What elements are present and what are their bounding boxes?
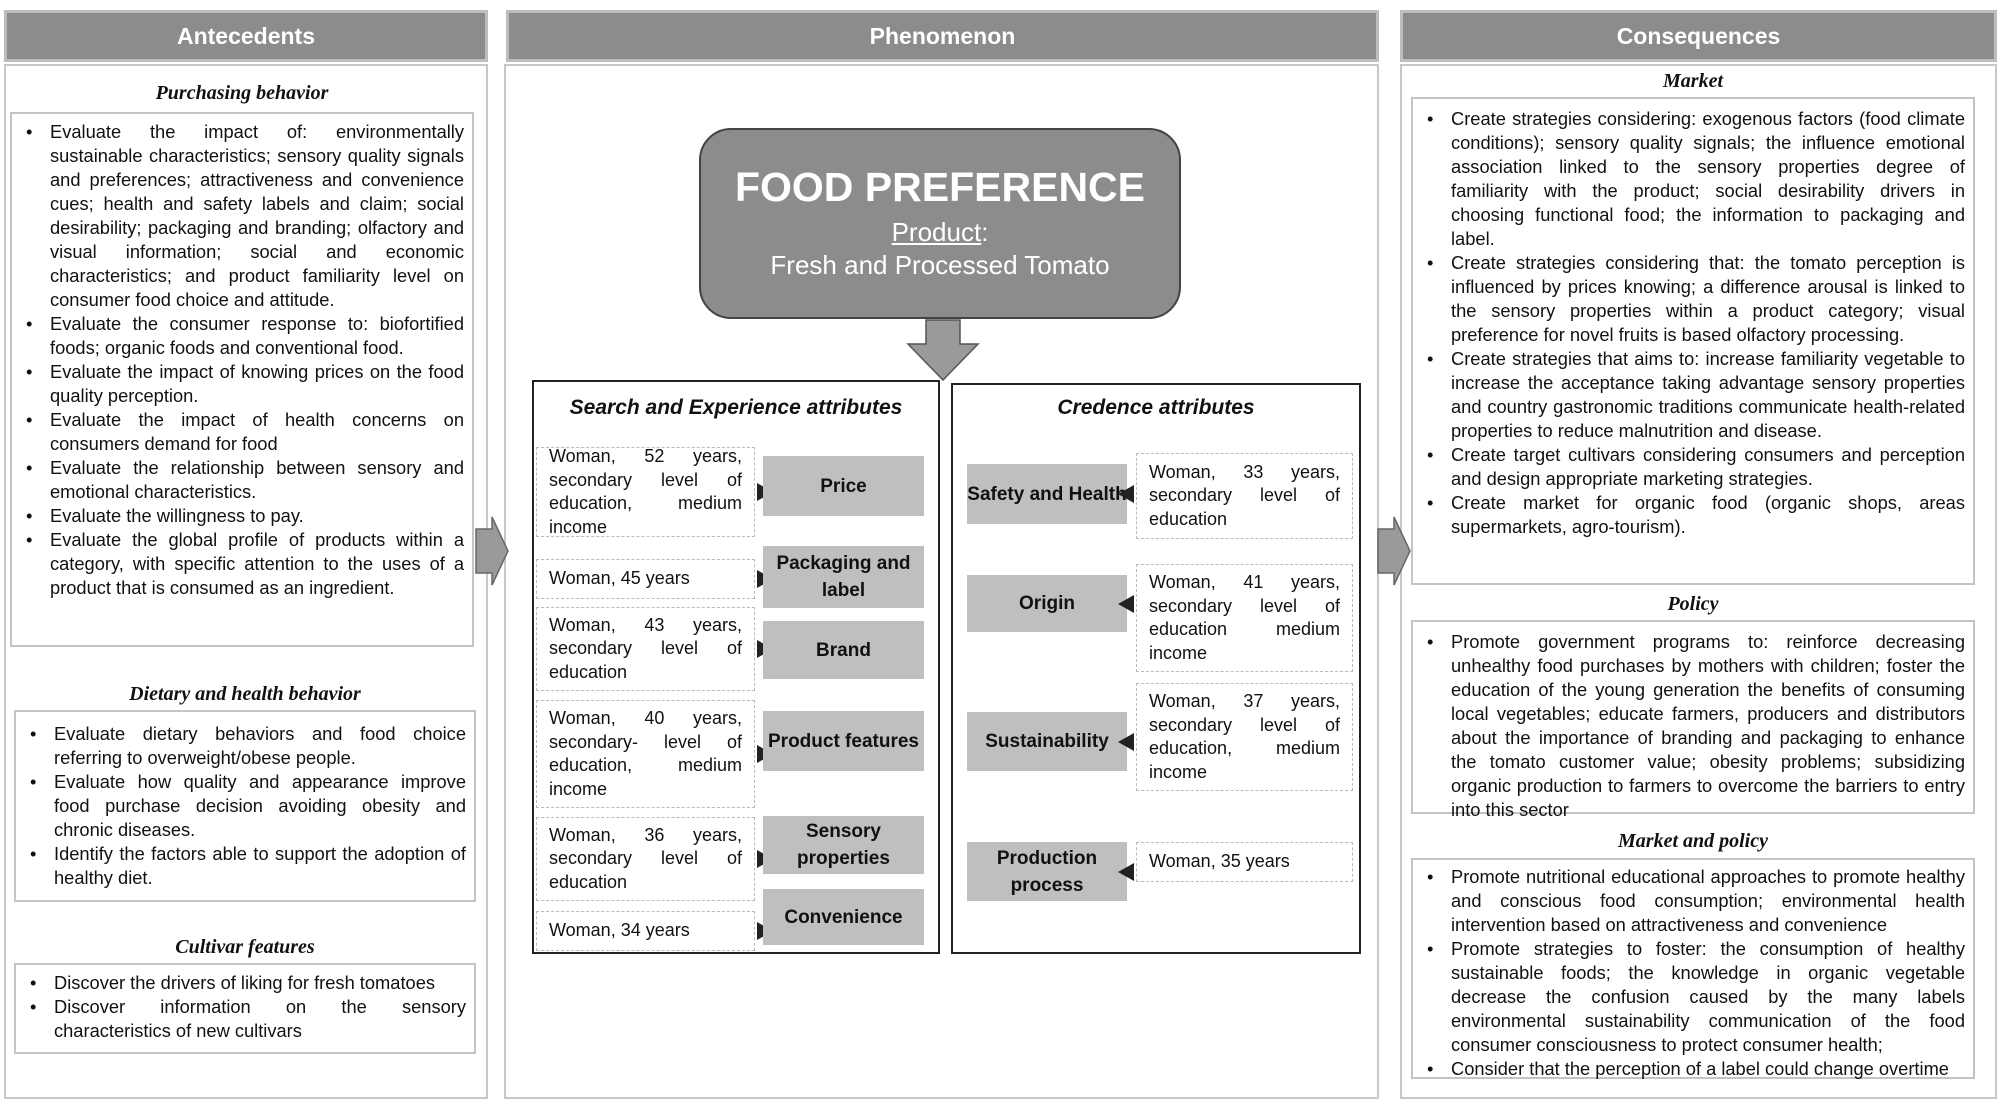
consequences-header: Consequences — [1400, 10, 1997, 62]
list-item: Promote government programs to: reinforc… — [1421, 630, 1965, 822]
attribute-description: Woman, 52 years, secondary level of educ… — [536, 446, 755, 537]
bullet-list: Promote nutritional educational approach… — [1421, 865, 1965, 1081]
cultivar-features-title: Cultivar features — [175, 936, 315, 958]
list-item: Promote nutritional educational approach… — [1421, 865, 1965, 937]
list-item: Promote strategies to foster: the consum… — [1421, 937, 1965, 1057]
purchasing-behavior-box: Evaluate the impact of: environmentally … — [10, 112, 474, 647]
bullet-list: Promote government programs to: reinforc… — [1421, 630, 1965, 822]
list-item: Create target cultivars considering cons… — [1421, 443, 1965, 491]
purchasing-behavior-title: Purchasing behavior — [155, 82, 329, 104]
pointer-arrow-icon — [1118, 732, 1134, 751]
list-item: Discover the drivers of liking for fresh… — [24, 971, 466, 995]
list-item: Create strategies considering: exogenous… — [1421, 107, 1965, 251]
attribute-description: Woman, 37 years, secondary level of educ… — [1136, 683, 1353, 791]
dietary-behavior-title: Dietary and health behavior — [129, 683, 361, 705]
list-item: Consider that the perception of a label … — [1421, 1057, 1965, 1081]
down-arrow-icon — [906, 319, 980, 382]
search-experience-box: Search and Experience attributes — [532, 380, 940, 954]
pointer-arrow-icon — [1118, 594, 1134, 613]
market-policy-box: Promote nutritional educational approach… — [1411, 858, 1975, 1081]
attribute-label: Brand — [763, 621, 924, 679]
market-policy-title: Market and policy — [1618, 830, 1768, 852]
policy-box: Promote government programs to: reinforc… — [1411, 620, 1975, 820]
right-arrow-icon — [1377, 516, 1411, 586]
list-item: Evaluate dietary behaviors and food choi… — [24, 722, 466, 770]
list-item: Evaluate the relationship between sensor… — [20, 456, 464, 504]
bullet-list: Evaluate dietary behaviors and food choi… — [24, 722, 466, 890]
attribute-label: Origin — [967, 575, 1127, 632]
attribute-label: Sensory properties — [763, 816, 924, 874]
attribute-label: Production process — [967, 842, 1127, 901]
attribute-description: Woman, 35 years — [1136, 842, 1353, 882]
list-item: Create strategies that aims to: increase… — [1421, 347, 1965, 443]
attribute-label: Product features — [763, 711, 924, 771]
list-item: Identify the factors able to support the… — [24, 842, 466, 890]
attribute-description: Woman, 41 years, secondary level of educ… — [1136, 564, 1353, 672]
attribute-label: Price — [763, 456, 924, 516]
bullet-list: Evaluate the impact of: environmentally … — [20, 120, 464, 600]
product-value: Fresh and Processed Tomato — [770, 250, 1110, 280]
pointer-arrow-icon — [1118, 862, 1134, 881]
list-item: Evaluate the consumer response to: biofo… — [20, 312, 464, 360]
market-title: Market — [1663, 70, 1723, 92]
search-experience-title: Search and Experience attributes — [569, 396, 903, 419]
attribute-description: Woman, 33 years, secondary level of educ… — [1136, 453, 1353, 539]
list-item: Evaluate the impact of knowing prices on… — [20, 360, 464, 408]
list-item: Create strategies considering that: the … — [1421, 251, 1965, 347]
list-item: Evaluate the impact of health concerns o… — [20, 408, 464, 456]
product-label: Product — [891, 217, 982, 247]
list-item: Evaluate the willingness to pay. — [20, 504, 464, 528]
bullet-list: Discover the drivers of liking for fresh… — [24, 971, 466, 1043]
policy-title: Policy — [1667, 593, 1719, 615]
attribute-label: Convenience — [763, 889, 924, 945]
food-preference-box: FOOD PREFERENCE Product: Fresh and Proce… — [699, 128, 1181, 319]
cultivar-features-box: Discover the drivers of liking for fresh… — [14, 963, 476, 1054]
list-item: Discover information on the sensory char… — [24, 995, 466, 1043]
bullet-list: Create strategies considering: exogenous… — [1421, 107, 1965, 539]
attribute-description: Woman, 40 years, secondary- level of edu… — [536, 700, 755, 808]
list-item: Evaluate the global profile of products … — [20, 528, 464, 600]
credence-box: Credence attributes — [951, 383, 1361, 954]
attribute-description: Woman, 43 years, secondary level of educ… — [536, 607, 755, 691]
credence-title: Credence attributes — [1057, 396, 1255, 419]
pointer-arrow-icon — [1118, 485, 1134, 503]
market-box: Create strategies considering: exogenous… — [1411, 97, 1975, 585]
phenomenon-header: Phenomenon — [506, 10, 1379, 62]
attribute-description: Woman, 36 years, secondary level of educ… — [536, 817, 755, 901]
product-colon: : — [981, 217, 989, 247]
antecedents-header: Antecedents — [4, 10, 488, 62]
list-item: Evaluate how quality and appearance impr… — [24, 770, 466, 842]
attribute-label: Packaging and label — [763, 546, 924, 608]
attribute-description: Woman, 45 years — [536, 559, 755, 599]
dietary-behavior-box: Evaluate dietary behaviors and food choi… — [14, 710, 476, 902]
list-item: Evaluate the impact of: environmentally … — [20, 120, 464, 312]
attribute-description: Woman, 34 years — [536, 911, 755, 951]
list-item: Create market for organic food (organic … — [1421, 491, 1965, 539]
right-arrow-icon — [475, 516, 509, 586]
attribute-label: Sustainability — [967, 712, 1127, 771]
attribute-label: Safety and Health — [967, 464, 1127, 524]
food-preference-title: FOOD PREFERENCE — [734, 164, 1146, 210]
